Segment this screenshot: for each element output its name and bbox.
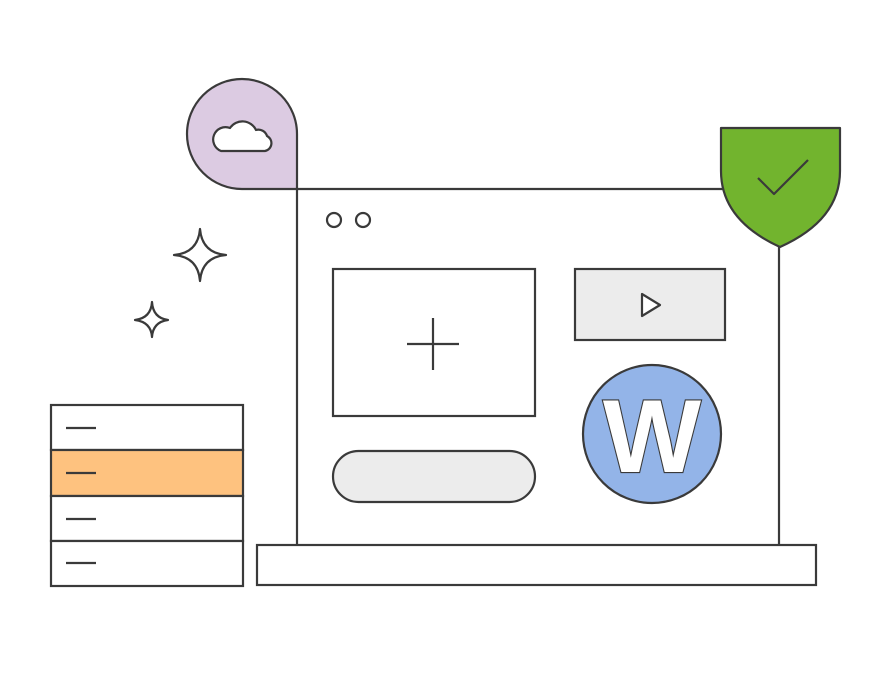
server-row (49, 403, 245, 452)
shield-check-icon (719, 126, 842, 249)
server-row (49, 539, 245, 588)
cloud-icon (212, 120, 273, 153)
wordpress-logo-icon: W (581, 363, 723, 505)
pill-bar (331, 449, 537, 504)
sparkle-icon (133, 300, 170, 339)
play-icon (640, 292, 662, 318)
browser-window: W (295, 187, 781, 545)
window-dot (354, 211, 372, 229)
image-placeholder (331, 267, 537, 418)
window-frame (295, 187, 781, 545)
plus-icon (407, 318, 459, 370)
logo-letter: W (603, 379, 702, 495)
laptop-base (255, 543, 818, 587)
server-stack (49, 403, 245, 588)
window-dot (325, 211, 343, 229)
sparkle-icon (172, 227, 228, 283)
cloud-pin (185, 77, 299, 191)
